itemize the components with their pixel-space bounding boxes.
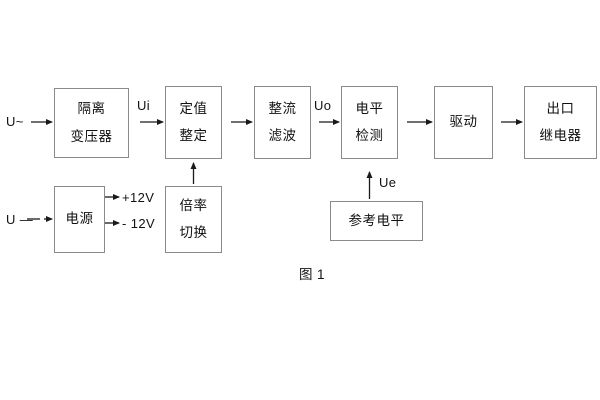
block-level-detection: 电平 检测 — [341, 86, 398, 159]
block-power-supply: 电源 — [54, 186, 105, 253]
label-signal-uo: Uo — [314, 98, 332, 113]
block-rectifier-filter-line2: 滤波 — [268, 128, 297, 143]
block-isolation-transformer-line2: 变压器 — [70, 128, 113, 144]
block-reference-level: 参考电平 — [330, 201, 423, 241]
block-level-detection-line2: 检测 — [355, 128, 384, 143]
block-reference-level-line1: 参考电平 — [348, 212, 405, 228]
block-rectifier-filter: 整流 滤波 — [254, 86, 311, 159]
block-output-relay-line1: 出口 — [546, 100, 575, 116]
block-setting-value-line2: 整定 — [179, 128, 208, 143]
label-input-dc: U — — [6, 212, 34, 227]
label-input-ac: U~ — [6, 114, 24, 129]
label-signal-ui: Ui — [137, 98, 151, 113]
label-signal-ue: Ue — [379, 175, 397, 190]
block-rectifier-filter-line1: 整流 — [268, 100, 297, 116]
block-multiplier-switch-line2: 切换 — [179, 225, 208, 240]
block-multiplier-switch: 倍率 切换 — [165, 186, 222, 253]
block-isolation-transformer-line1: 隔离 — [77, 101, 106, 117]
block-level-detection-line1: 电平 — [355, 100, 384, 116]
block-setting-value: 定值 整定 — [165, 86, 222, 159]
block-power-supply-line1: 电源 — [65, 211, 94, 227]
block-output-relay: 出口 继电器 — [524, 86, 597, 159]
block-output-relay-line2: 继电器 — [539, 128, 582, 143]
block-multiplier-switch-line1: 倍率 — [179, 197, 208, 213]
block-isolation-transformer: 隔离 变压器 — [54, 88, 129, 158]
block-drive: 驱动 — [434, 86, 493, 159]
label-supply-positive: +12V — [122, 190, 155, 205]
label-supply-negative: - 12V — [122, 216, 156, 231]
block-drive-line1: 驱动 — [449, 114, 478, 130]
figure-caption: 图 1 — [299, 267, 325, 282]
block-setting-value-line1: 定值 — [179, 100, 208, 116]
